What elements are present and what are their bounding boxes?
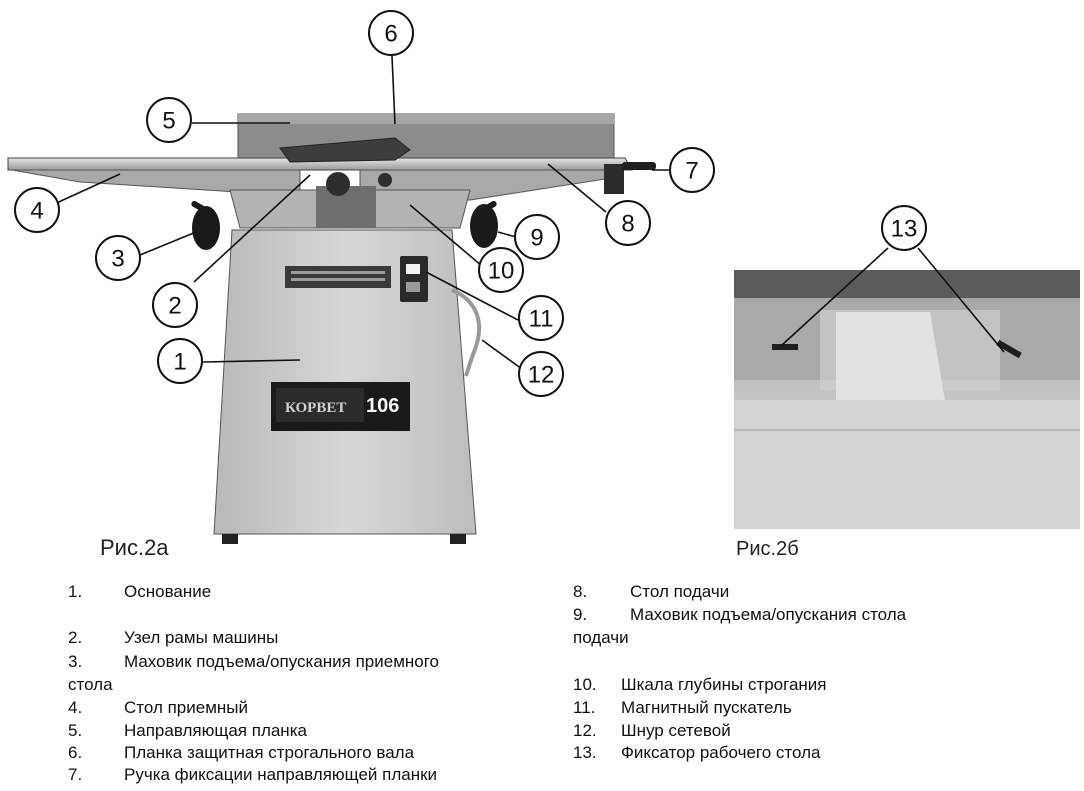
legend-item-number: 1. [68, 582, 83, 601]
callout-markers [14, 10, 927, 397]
legend-item-number: 11. [573, 698, 596, 717]
legend-item-text: Фиксатор рабочего стола [621, 743, 821, 762]
legend-item-text: Направляющая планка [124, 721, 307, 740]
legend-item-text: Магнитный пускатель [621, 698, 792, 717]
legend-item-text: Стол приемный [124, 698, 248, 717]
figure-a-caption: Рис.2а [100, 535, 169, 560]
legend-item-text: Шкала глубины строгания [621, 675, 827, 694]
legend-item: 7. Ручка фиксации направляющей планки [68, 765, 437, 785]
nameplate-brand: КОРВЕТ [285, 400, 346, 416]
callout-8: 8 [621, 211, 634, 238]
legend-item-text: Планка защитная строгального вала [124, 743, 415, 762]
leader-lines-b [781, 247, 1005, 353]
legend-item: 9. Маховик подъема/опускания стола [573, 605, 906, 625]
legend-item-number: 13. [573, 743, 597, 762]
handwheel-right-icon [470, 201, 498, 248]
legend-item: 2. Узел рамы машины [68, 628, 278, 648]
figure-b-caption: Рис.2б [736, 538, 799, 560]
callout-5: 5 [162, 108, 175, 135]
legend-item-text: Основание [124, 582, 212, 601]
callout-11: 11 [529, 306, 554, 333]
legend-item: 11. Магнитный пускатель [573, 698, 792, 718]
legend-item: 8. Стол подачи [573, 582, 729, 602]
legend-item-number: 10. [573, 675, 597, 694]
callout-9: 9 [530, 225, 543, 252]
legend-item-number: 6. [68, 743, 83, 762]
legend-item: 12. Шнур сетевой [573, 721, 731, 741]
figure-area: КОРВЕТ 106 [7, 10, 1080, 544]
legend-item-number: 12. [573, 721, 597, 740]
legend-item-text: Узел рамы машины [124, 628, 279, 647]
legend-item-number: 4. [68, 698, 83, 717]
legend-item-text: Маховик подъема/опускания приемного [124, 652, 440, 671]
legend-item-number: 7. [68, 765, 83, 784]
callout-2: 2 [168, 293, 181, 320]
legend-item-number: 2. [68, 628, 83, 647]
nameplate: КОРВЕТ 106 [271, 382, 410, 431]
legend-item: 5. Направляющая планка [68, 721, 307, 741]
legend-item-number: 5. [68, 721, 83, 740]
handwheel-left-icon [191, 201, 220, 250]
legend-item-text: Ручка фиксации направляющей планки [124, 765, 438, 784]
callout-1: 1 [173, 349, 186, 376]
legend-item-text: Шнур сетевой [621, 721, 731, 740]
jointer-machine-illustration: КОРВЕТ 106 [7, 113, 656, 544]
callout-6: 6 [384, 21, 397, 48]
legend-item: 1. Основание [68, 582, 211, 602]
legend-item-text: Маховик подъема/опускания стола [630, 605, 907, 624]
leader-lines [49, 55, 682, 373]
legend-item: 6. Планка защитная строгального вала [68, 743, 414, 763]
callout-labels: 6 5 4 3 2 1 7 8 9 10 11 12 13 [30, 21, 917, 389]
callout-3: 3 [111, 246, 124, 273]
legend-item-number: 3. [68, 652, 83, 671]
callout-4: 4 [30, 198, 43, 225]
callout-13: 13 [891, 216, 918, 243]
figure-b-photo [734, 270, 1080, 529]
legend-item-continuation: подачи [573, 628, 629, 647]
legend-item-number: 9. [573, 605, 588, 624]
legend-item-continuation: стола [68, 675, 113, 694]
legend-item-text: Стол подачи [630, 582, 730, 601]
legend-item: 10. Шкала глубины строгания [573, 675, 827, 695]
legend-item: 3. Маховик подъема/опускания приемного [68, 652, 439, 672]
legend-item: 4. Стол приемный [68, 698, 248, 718]
callout-12: 12 [528, 362, 555, 389]
legend-item-number: 8. [573, 582, 588, 601]
callout-10: 10 [488, 258, 515, 285]
legend-item: 13. Фиксатор рабочего стола [573, 743, 820, 763]
callout-7: 7 [685, 158, 698, 185]
nameplate-model: 106 [366, 395, 399, 417]
